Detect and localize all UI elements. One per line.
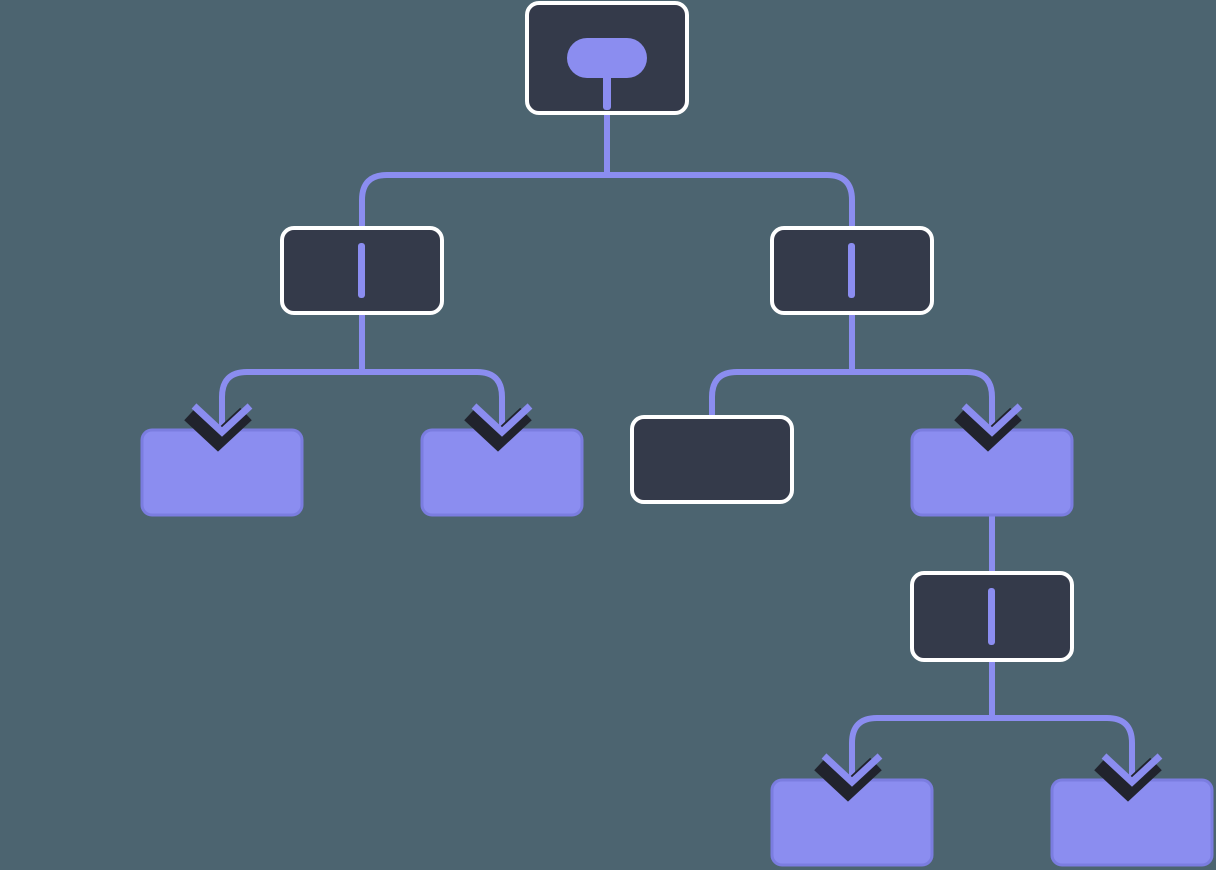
edge-level2-left-to-leaf-1 [219,313,365,432]
arrowhead-edge-l2l-leaf1 [184,403,253,452]
node-level2-left[interactable] [280,226,444,315]
nodes-layer [140,1,1214,867]
arrowhead-icon [961,403,1023,437]
edge-root-to-level2-right [604,113,855,228]
node-inner-stem-level4-dark [988,588,995,645]
edges-layer [219,113,1135,782]
arrowhead-edge-l2r-branch [954,403,1023,452]
node-inner-stem-level2-right [848,243,855,298]
edge-level2-left-to-leaf-2 [359,313,505,432]
arrowhead-edge-l4-leaf5 [1094,753,1163,802]
node-inner-stem-level2-left [358,243,365,298]
node-leaf-3-dark[interactable] [630,415,794,504]
node-root[interactable] [525,1,689,115]
arrowhead-icon [191,403,253,437]
node-level2-right[interactable] [770,226,934,315]
arrowhead-icon [471,403,533,437]
arrowheads-layer [184,403,1163,802]
edge-level2-right-to-leaf-3-dark [709,313,855,419]
edge-root-to-level2-left [359,113,610,228]
arrowhead-icon [1101,753,1163,787]
arrowhead-edge-l4-leaf4 [814,753,883,802]
arrowhead-edge-l2l-leaf2 [464,403,533,452]
arrowhead-icon [821,753,883,787]
edge-level4-dark-to-leaf-4 [849,660,995,782]
node-inner-pill-root [567,38,647,78]
node-body-leaf-3-dark[interactable] [630,415,794,504]
node-level4-dark[interactable] [910,571,1074,662]
edge-level2-right-to-branch-accent [849,313,995,432]
edge-level4-dark-to-leaf-5 [989,660,1135,782]
